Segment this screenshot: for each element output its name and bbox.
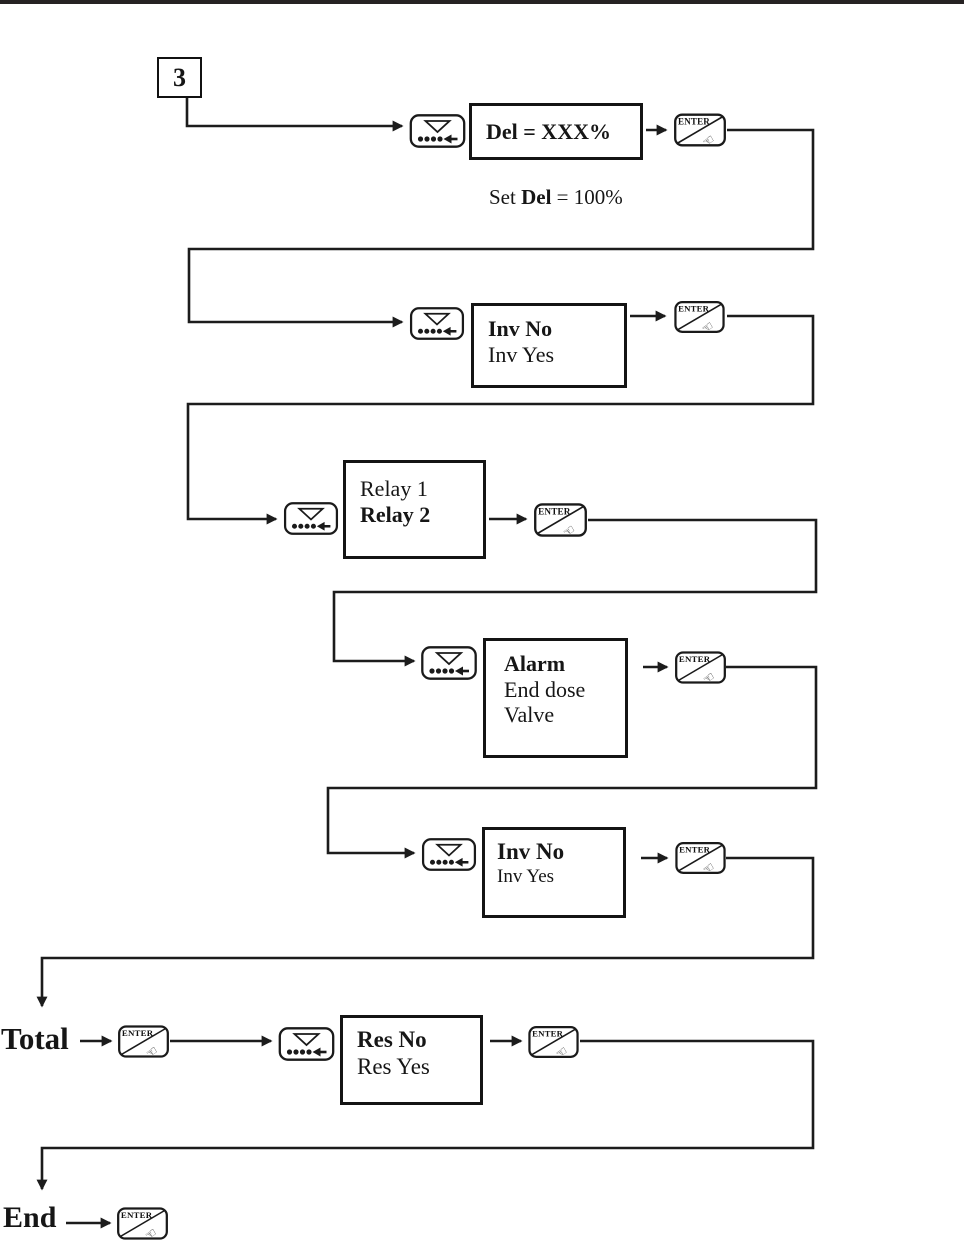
- display-line: End dose: [504, 676, 586, 702]
- connector-alarm-to-inv2: [326, 665, 818, 859]
- left-arrow-icon: [316, 521, 325, 531]
- left-arrow-icon: [442, 326, 451, 336]
- enter-key-total: ENTER ☜: [118, 1025, 169, 1062]
- enter-key-label: ENTER: [538, 506, 571, 516]
- page-edge-bar: [0, 0, 964, 4]
- down-key-alarm: [421, 646, 477, 680]
- enter-key-end: ENTER ☜: [117, 1207, 168, 1244]
- display-inv1: Inv No Inv Yes: [471, 303, 627, 388]
- left-arrow-icon: [443, 134, 452, 144]
- display-relay: Relay 1 Relay 2: [343, 460, 486, 559]
- down-key-inv1: [409, 307, 465, 340]
- left-arrow-icon: [312, 1047, 321, 1057]
- display-line: Del = XXX%: [486, 119, 611, 144]
- enter-key-label: ENTER: [678, 304, 710, 314]
- annotation-prefix: Set: [489, 185, 522, 209]
- down-key-res: [278, 1027, 335, 1061]
- enter-key-relay: ENTER ☜: [534, 503, 587, 541]
- connector-relay-to-alarm: [332, 518, 818, 667]
- connector-inv2-to-total: [36, 856, 815, 1008]
- left-arrow-icon: [455, 666, 463, 676]
- display-line: Inv Yes: [497, 865, 555, 887]
- display-line: Valve: [504, 702, 555, 728]
- enter-key-inv2: ENTER ☜: [675, 842, 726, 878]
- enter-key-res: ENTER ☜: [528, 1026, 579, 1062]
- total-label: Total: [1, 1021, 69, 1056]
- connector-res-to-end: [36, 1039, 815, 1191]
- display-line: Res No: [357, 1027, 427, 1052]
- step-number: 3: [173, 62, 186, 92]
- display-alarm: Alarm End dose Valve: [483, 638, 628, 758]
- down-key-relay: [283, 502, 339, 535]
- display-res: Res No Res Yes: [340, 1015, 483, 1105]
- annotation-emphasis: Del: [521, 185, 552, 209]
- display-line: Res Yes: [357, 1053, 430, 1079]
- display-line: Relay 2: [360, 501, 431, 527]
- display-line: Alarm: [504, 651, 566, 676]
- enter-key-alarm: ENTER ☜: [675, 651, 726, 688]
- enter-key-label: ENTER: [532, 1029, 564, 1039]
- enter-key-label: ENTER: [679, 845, 711, 855]
- connector-inv1-to-relay: [186, 314, 815, 525]
- enter-key-label: ENTER: [679, 654, 711, 664]
- display-del: Del = XXX%: [469, 103, 643, 160]
- annotation-suffix: = 100%: [551, 185, 623, 209]
- enter-key-label: ENTER: [122, 1028, 154, 1038]
- left-arrow-icon: [454, 857, 463, 867]
- connector-step3-to-del: [185, 98, 404, 132]
- set-del-annotation: Set Del = 100%: [489, 185, 623, 210]
- display-line: Inv No: [497, 839, 565, 864]
- down-triangle-icon: [434, 652, 464, 666]
- enter-key-del: ENTER ☜: [674, 113, 726, 151]
- down-triangle-icon: [423, 120, 452, 134]
- down-triangle-icon: [435, 843, 463, 857]
- display-line: Inv Yes: [488, 341, 555, 367]
- enter-key-label: ENTER: [121, 1210, 153, 1220]
- step-number-box: 3: [157, 57, 202, 98]
- display-inv2: Inv No Inv Yes: [482, 827, 626, 918]
- down-key-inv2: [421, 838, 477, 871]
- display-line: Relay 1: [360, 476, 428, 501]
- down-key-del: [409, 114, 466, 148]
- display-line: Inv No: [488, 316, 553, 341]
- connector-del-to-inv1: [187, 128, 815, 328]
- end-label: End: [3, 1201, 57, 1234]
- down-triangle-icon: [292, 1033, 321, 1047]
- down-triangle-icon: [297, 507, 325, 521]
- down-triangle-icon: [423, 312, 451, 326]
- enter-key-inv1: ENTER ☜: [674, 301, 725, 337]
- enter-key-label: ENTER: [678, 117, 710, 127]
